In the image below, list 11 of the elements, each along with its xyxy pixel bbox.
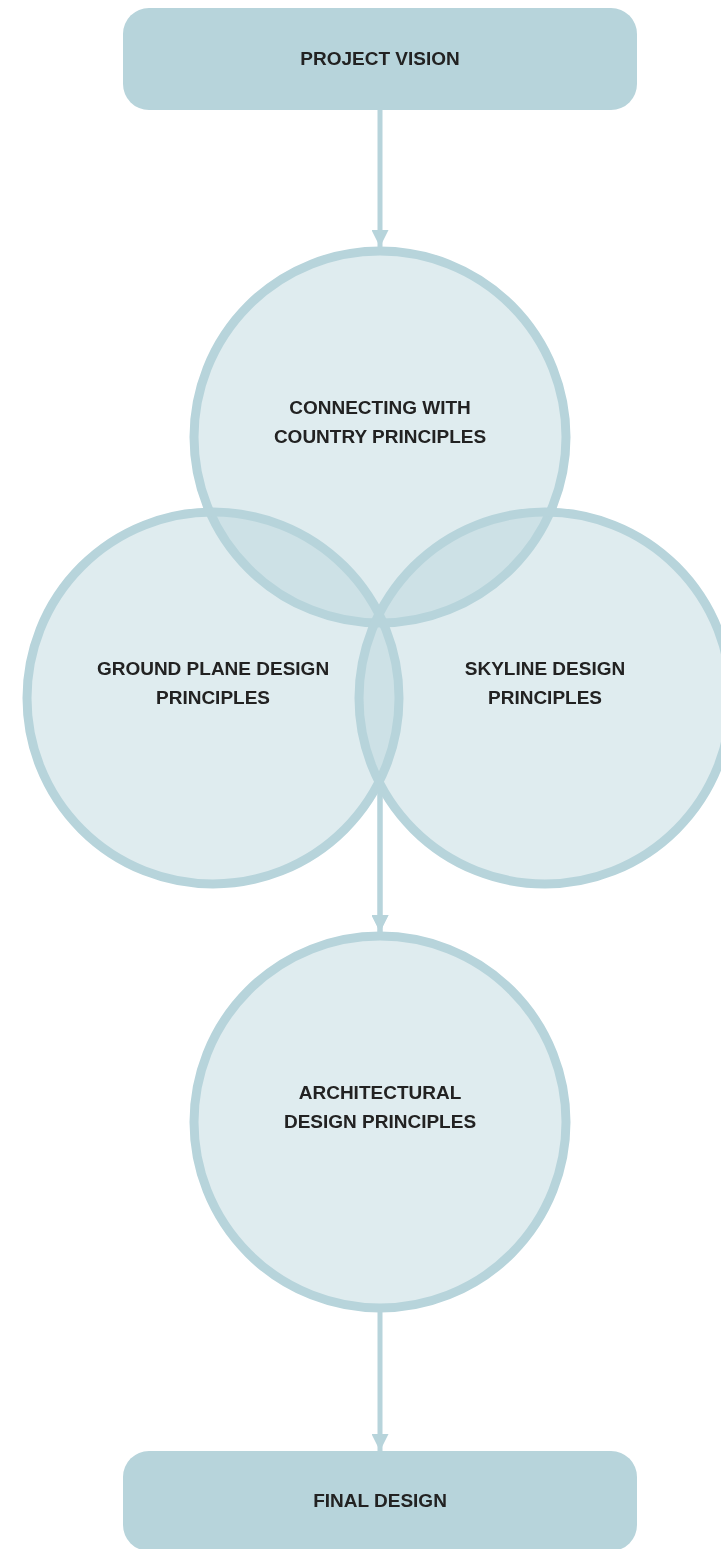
arrow <box>371 1312 389 1451</box>
node-label: PROJECT VISION <box>299 47 461 71</box>
node-label: FINAL DESIGN <box>312 1489 448 1513</box>
node-label: CONNECTING WITH COUNTRY PRINCIPLES <box>272 396 488 449</box>
node-label: ARCHITECTURAL DESIGN PRINCIPLES <box>282 1081 478 1134</box>
node-label: GROUND PLANE DESIGN PRINCIPLES <box>95 657 331 710</box>
rounded-box <box>123 8 637 110</box>
rounded-box <box>123 1451 637 1549</box>
circle-node <box>189 931 571 1313</box>
arrow <box>371 110 389 247</box>
node-label: SKYLINE DESIGN PRINCIPLES <box>463 657 627 710</box>
